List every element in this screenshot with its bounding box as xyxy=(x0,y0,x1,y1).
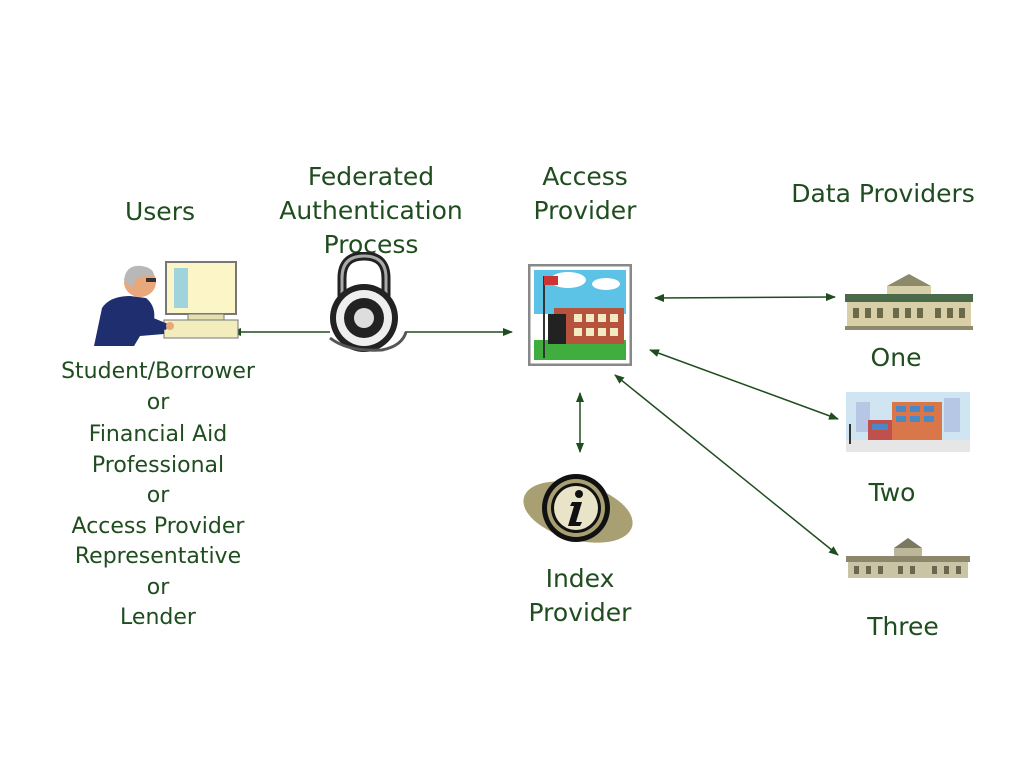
users-heading-text: Users xyxy=(124,197,195,226)
federated-line-2: Authentication xyxy=(279,196,463,225)
building-one-icon xyxy=(845,274,973,330)
info-icon xyxy=(523,474,633,543)
role-professional: Professional xyxy=(91,452,225,478)
access-provider-line-2: Provider xyxy=(533,196,637,225)
data-provider-two-label: Two xyxy=(842,476,942,510)
federated-line-1: Federated xyxy=(307,162,435,191)
users-heading: Users xyxy=(100,195,220,229)
school-building-icon xyxy=(528,264,632,366)
role-access-provider: Access Provider xyxy=(71,513,245,539)
index-provider-line-1: Index xyxy=(545,564,615,593)
user-roles-list: Student/Borrower or Financial Aid Profes… xyxy=(28,357,288,634)
role-financial-aid: Financial Aid xyxy=(88,422,228,447)
arrow-access-three xyxy=(614,374,839,556)
data-provider-three-text: Three xyxy=(867,612,939,641)
role-representative: Representative xyxy=(74,544,242,569)
index-provider-line-2: Provider xyxy=(528,598,632,627)
arrow-access-two xyxy=(649,349,839,420)
data-provider-one-label: One xyxy=(846,341,946,375)
arrow-access-one xyxy=(654,293,836,302)
index-provider-label: Index Provider xyxy=(505,562,655,630)
role-or-2: or xyxy=(146,483,170,508)
data-providers-heading: Data Providers xyxy=(768,177,998,211)
user-at-computer-icon xyxy=(94,261,239,346)
data-provider-one-text: One xyxy=(870,343,922,372)
access-provider-line-1: Access xyxy=(542,162,628,191)
data-providers-text: Data Providers xyxy=(791,179,975,208)
building-three-icon xyxy=(846,538,970,578)
federated-heading: Federated Authentication Process xyxy=(261,160,481,262)
building-two-icon xyxy=(846,392,970,452)
role-or-3: or xyxy=(146,574,170,600)
data-provider-two-text: Two xyxy=(868,478,916,507)
combination-lock-icon xyxy=(329,252,408,352)
role-lender: Lender xyxy=(120,605,196,630)
role-or-1: or xyxy=(146,389,170,415)
data-provider-three-label: Three xyxy=(853,610,953,644)
access-provider-heading: Access Provider xyxy=(510,160,660,228)
role-student-borrower: Student/Borrower xyxy=(61,359,255,384)
